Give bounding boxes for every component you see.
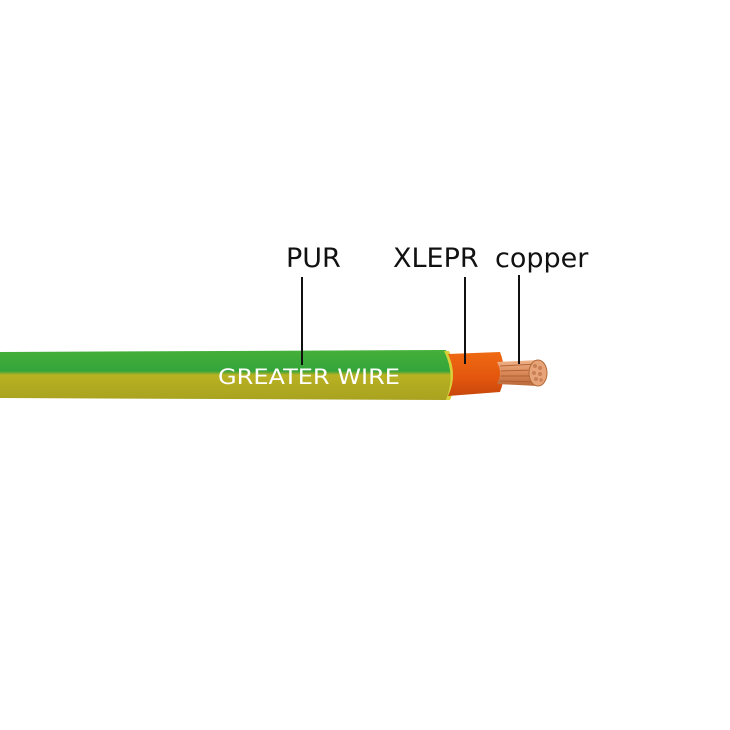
pur-label: PUR	[286, 243, 341, 274]
copper-conductor	[497, 360, 538, 386]
copper-label: copper	[495, 243, 589, 274]
xlepr-insulation	[448, 352, 504, 396]
copper-end-strands	[532, 364, 543, 382]
copper-end-face	[528, 359, 548, 387]
pur-sheath	[0, 350, 451, 400]
cable-print-text: GREATER WIRE	[218, 365, 400, 389]
xlepr-label: XLEPR	[393, 243, 479, 274]
